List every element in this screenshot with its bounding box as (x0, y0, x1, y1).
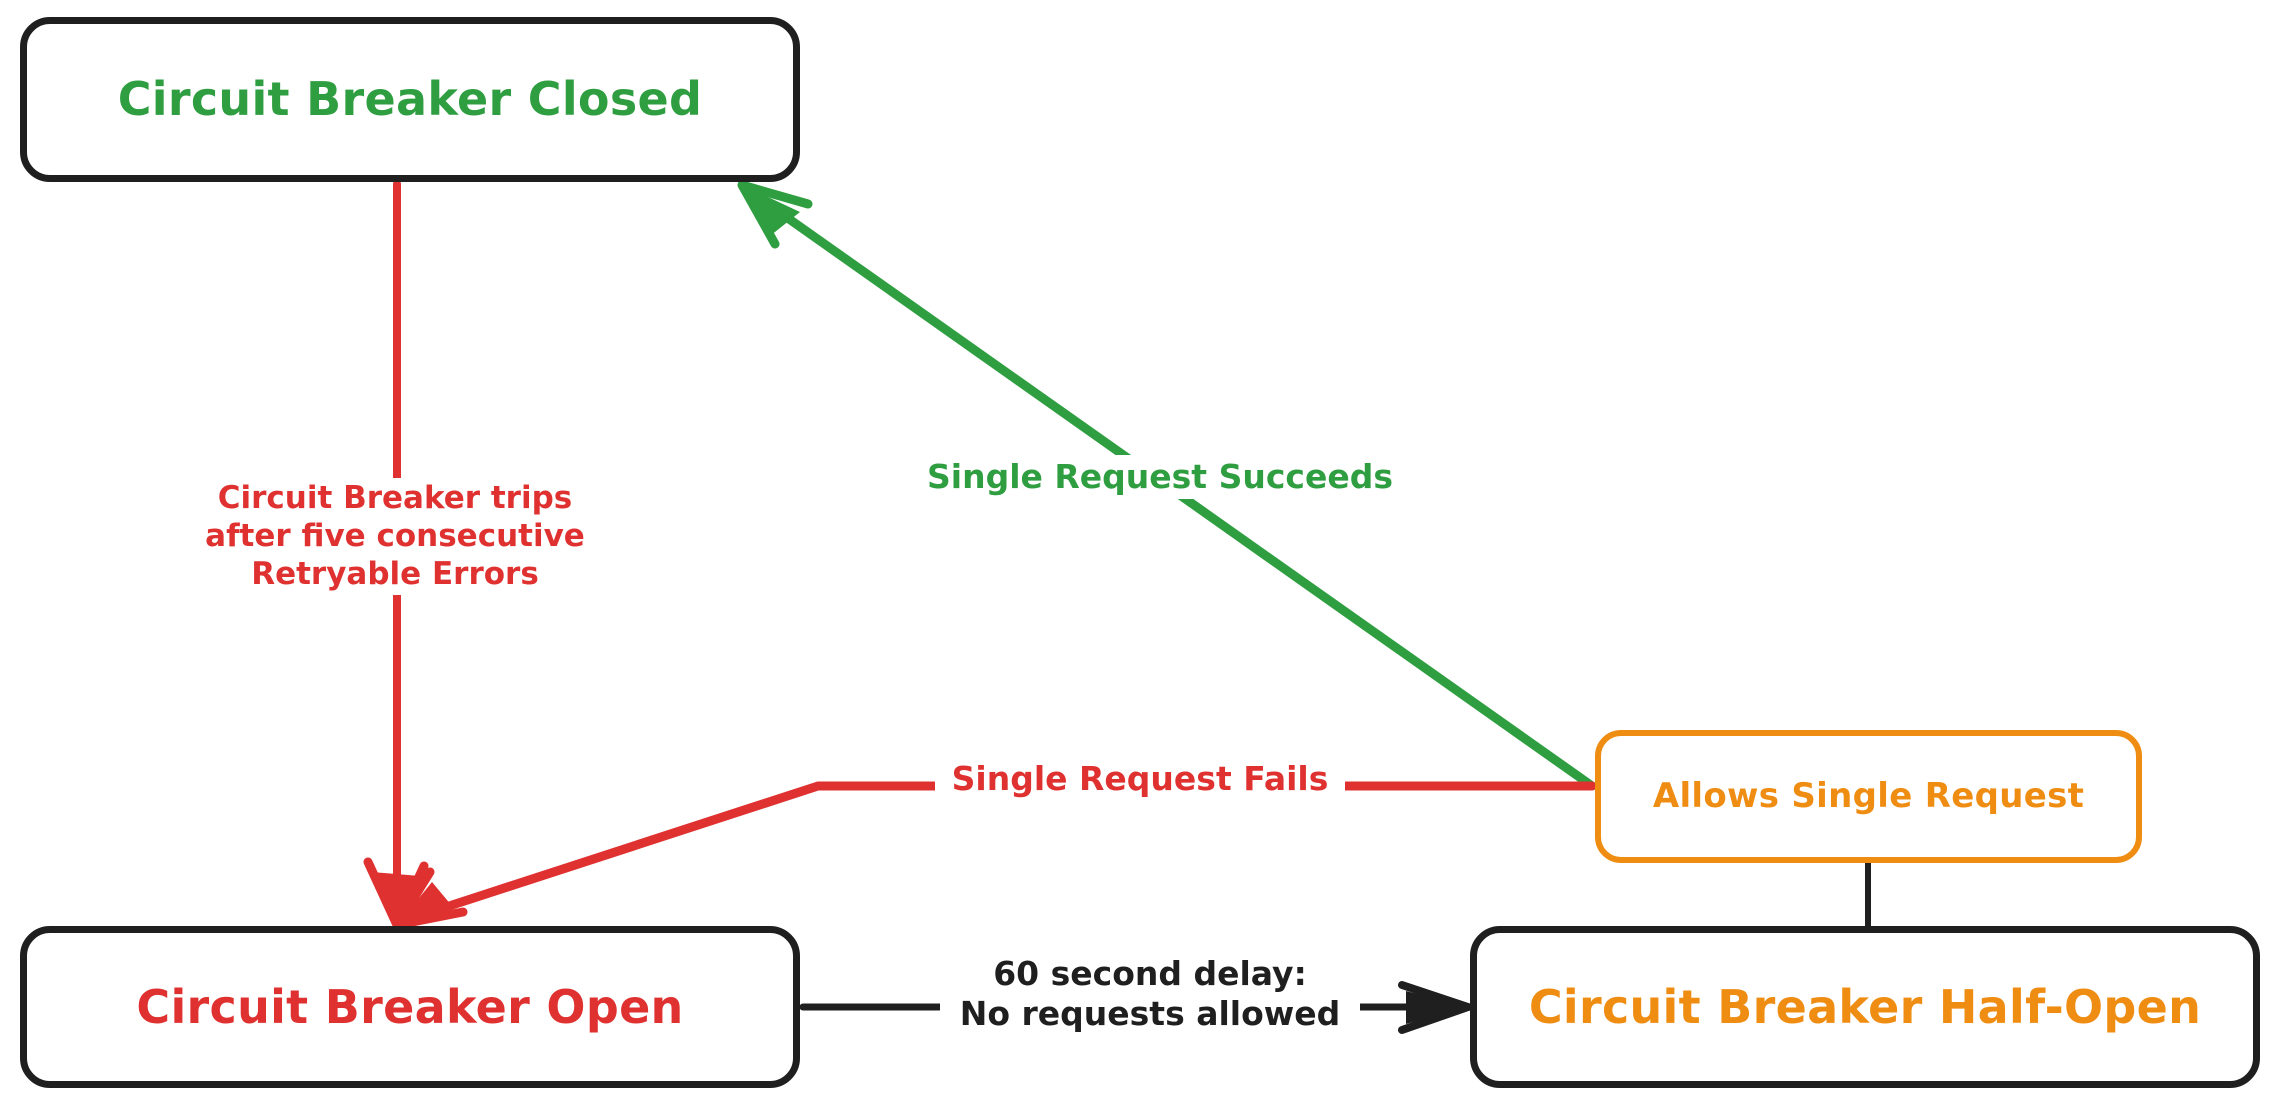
edge-allows-to-open (392, 781, 1597, 930)
node-label-allows-single-request: Allows Single Request (1652, 775, 2085, 816)
node-label-half-open: Circuit Breaker Half-Open (1528, 979, 2202, 1034)
node-label-open: Circuit Breaker Open (136, 979, 684, 1034)
edge-label-single-request-fails: Single Request Fails (935, 757, 1345, 802)
edge-label-single-request-succeeds: Single Request Succeeds (910, 455, 1410, 500)
edge-label-circuit-breaker-trips: Circuit Breaker trips after five consecu… (190, 478, 600, 596)
node-circuit-breaker-closed[interactable]: Circuit Breaker Closed (20, 17, 800, 182)
node-allows-single-request[interactable]: Allows Single Request (1595, 730, 2142, 863)
edge-label-60-second-delay: 60 second delay: No requests allowed (940, 952, 1360, 1037)
node-circuit-breaker-open[interactable]: Circuit Breaker Open (20, 926, 800, 1088)
node-circuit-breaker-half-open[interactable]: Circuit Breaker Half-Open (1470, 926, 2260, 1088)
node-label-closed: Circuit Breaker Closed (117, 72, 703, 127)
